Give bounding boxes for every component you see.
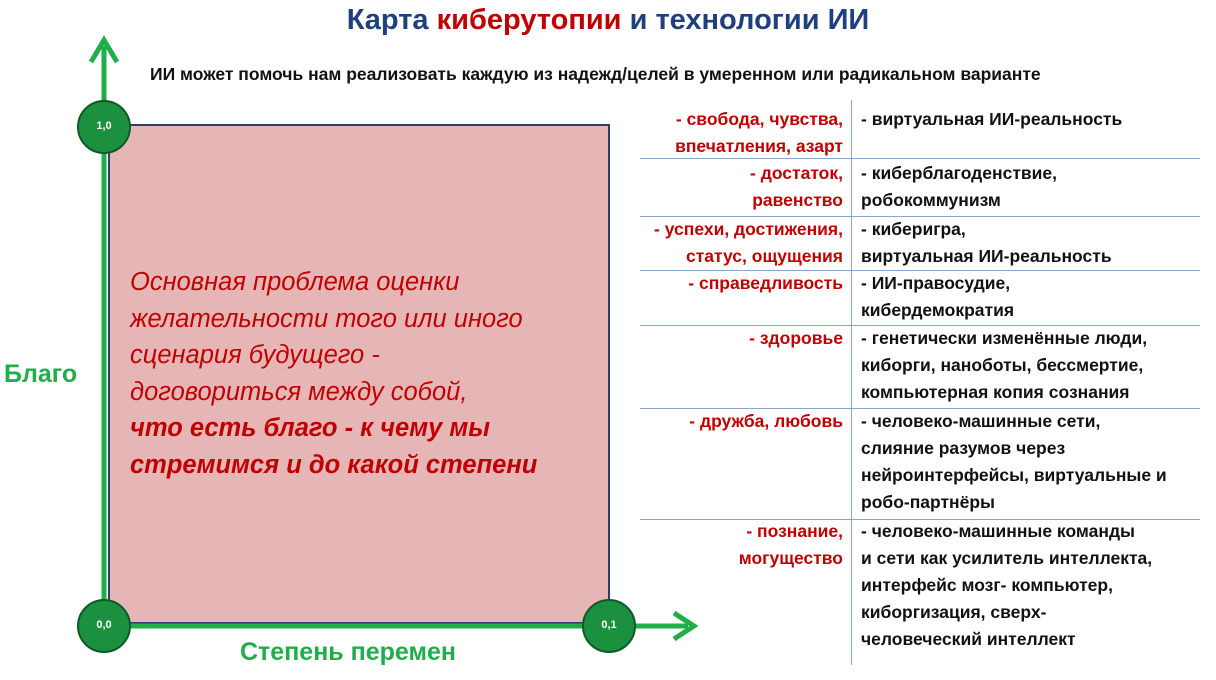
row-separator: [640, 270, 1200, 271]
problem-line: Основная проблема оценки: [130, 268, 460, 296]
x-axis-label: Степень перемен: [240, 638, 456, 666]
problem-line: договориться между собой,: [130, 377, 468, 406]
technology-cell: - человеко-машинные команды и сети как у…: [861, 521, 1153, 649]
hope-cell: - познание, могущество: [738, 521, 843, 568]
problem-line: желательности того или иного: [130, 304, 523, 333]
technology-cell: - киберблагоденствие, робокоммунизм: [861, 163, 1058, 210]
hope-cell: - дружба, любовь: [689, 411, 843, 431]
problem-line-bold: что есть благо - к чему мы: [130, 414, 490, 442]
problem-line-bold: стремимся и до какой степени: [130, 450, 538, 479]
y-axis-arrow: [88, 35, 120, 64]
problem-line: сценария будущего -: [130, 341, 380, 369]
node-origin: [77, 599, 131, 653]
technology-cell: - ИИ-правосудие, кибердемократия: [861, 273, 1015, 320]
title-part2: и технологии ИИ: [621, 4, 870, 36]
hope-cell: - справедливость: [688, 273, 843, 293]
page-title: Карта киберутопии и технологии ИИ: [0, 4, 1216, 37]
problem-box: [108, 124, 610, 624]
hopes-technologies-table: - свобода, чувства, впечатления, азарт -…: [610, 100, 1206, 665]
technology-cell: - киберигра, виртуальная ИИ-реальность: [861, 219, 1112, 266]
hope-cell: - здоровье: [749, 328, 843, 348]
row-separator: [640, 519, 1200, 520]
y-axis-label: Благо: [4, 360, 78, 388]
node-top: [77, 100, 131, 154]
problem-statement: Основная проблема оценки желательности т…: [130, 264, 600, 483]
x-end-label: 0,1: [601, 619, 617, 631]
hope-cell: - свобода, чувства, впечатления, азарт: [675, 109, 843, 156]
row-separator: [640, 158, 1200, 159]
subtitle: ИИ может помочь нам реализовать каждую и…: [150, 64, 1041, 84]
node-x-end: [582, 599, 636, 653]
title-accent: киберутопии: [436, 4, 622, 36]
hope-cell: - достаток, равенство: [750, 163, 843, 210]
table-divider: [851, 100, 852, 665]
row-separator: [640, 325, 1200, 326]
x-axis-arrow: [672, 610, 699, 642]
y-top-label: 1,0: [96, 120, 112, 132]
title-part1: Карта: [346, 4, 437, 36]
row-separator: [640, 408, 1200, 409]
hope-cell: - успехи, достижения, статус, ощущения: [654, 219, 843, 266]
technology-cell: - генетически изменённые люди, киборги, …: [861, 328, 1148, 402]
origin-label: 0,0: [96, 619, 112, 631]
technology-cell: - виртуальная ИИ-реальность: [861, 109, 1123, 129]
technology-cell: - человеко-машинные сети, слияние разумо…: [861, 411, 1167, 512]
row-separator: [640, 216, 1200, 217]
